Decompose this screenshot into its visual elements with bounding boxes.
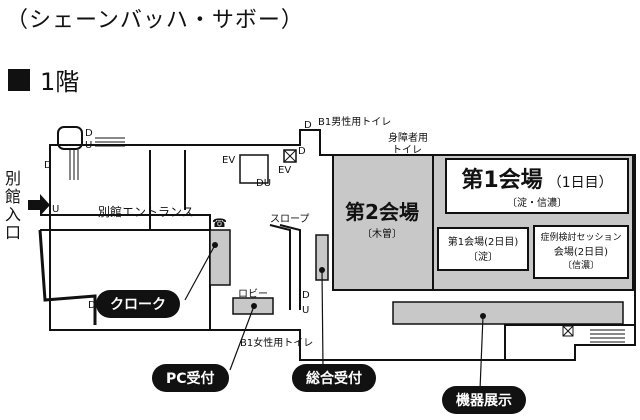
b1-womens-toilet-label: B1女性用トイレ	[240, 338, 314, 349]
annex-entrance-hall-label: 別館エントランス	[98, 205, 194, 219]
pc-reception-callout: PC受付	[152, 364, 229, 392]
hall1-day1-box: 第1会場 （1日目） 〔淀・信濃〕	[445, 158, 629, 214]
accessible-toilet-line1: 身障者用	[388, 133, 428, 144]
door-d-label: D	[304, 120, 312, 131]
entrance-arrow-icon	[28, 194, 50, 216]
case-session-line1: 症例検討セッション	[540, 233, 622, 243]
stair-d-label: D	[44, 160, 52, 171]
hall1-day2-box: 第1会場(2日目) 〔淀〕	[437, 227, 529, 271]
stair-u-label: U	[85, 140, 93, 151]
elevator-box	[283, 149, 297, 163]
hall2-sub: 〔木曽〕	[362, 229, 402, 240]
case-session-sub: 〔信濃〕	[562, 261, 599, 271]
page-subtitle: （シェーンバッハ・サボー）	[6, 8, 304, 33]
exhibition-callout: 機器展示	[442, 386, 526, 414]
case-session-line2: 会場(2日目)	[553, 247, 609, 258]
door-d-label: D	[298, 146, 306, 157]
floor-heading: 1階	[8, 62, 79, 97]
hall1-sub: 〔淀・信濃〕	[507, 198, 567, 209]
floor-label: 1階	[40, 68, 80, 96]
du-label: DU	[256, 178, 272, 189]
hall1-day2-title: 第1会場(2日目)	[447, 237, 519, 248]
accessible-toilet-line2: トイレ	[392, 145, 422, 156]
case-session-box: 症例検討セッション 会場(2日目) 〔信濃〕	[533, 225, 629, 279]
annex-lower-wall	[38, 229, 97, 325]
elevator-label-2: EV	[278, 165, 292, 176]
hall1-day2-sub: 〔淀〕	[468, 252, 498, 263]
annex-wall	[40, 214, 211, 231]
elevator-box	[239, 154, 269, 184]
general-reception-callout: 総合受付	[292, 364, 376, 392]
cloak-callout: クローク	[96, 290, 180, 318]
square-bullet-icon	[8, 68, 30, 91]
telephone-icon: ☎	[212, 216, 227, 230]
stair-d-label: D	[85, 128, 93, 139]
hall1-days: （1日目）	[547, 175, 613, 191]
annex-entrance-label: 別館入口	[4, 169, 21, 242]
exhibition-area	[392, 301, 624, 325]
stair-d-label: D	[302, 290, 310, 301]
slope-label: スロープ	[270, 214, 310, 225]
b1-mens-toilet-label: B1男性用トイレ	[318, 117, 392, 128]
stair-u-label: U	[302, 305, 310, 316]
stair-block	[57, 126, 83, 150]
hall1-title: 第1会場	[461, 168, 543, 193]
hall2-box: 第2会場 〔木曽〕	[338, 196, 426, 242]
elevator-label: EV	[222, 155, 236, 166]
stair-d-label: D	[88, 300, 96, 311]
cloak-counter	[209, 229, 231, 286]
hall2-title: 第2会場	[345, 200, 419, 224]
entrance-u-label: U	[52, 204, 60, 215]
lobby-label: ロビー	[238, 289, 268, 300]
slope-wall	[269, 224, 291, 310]
